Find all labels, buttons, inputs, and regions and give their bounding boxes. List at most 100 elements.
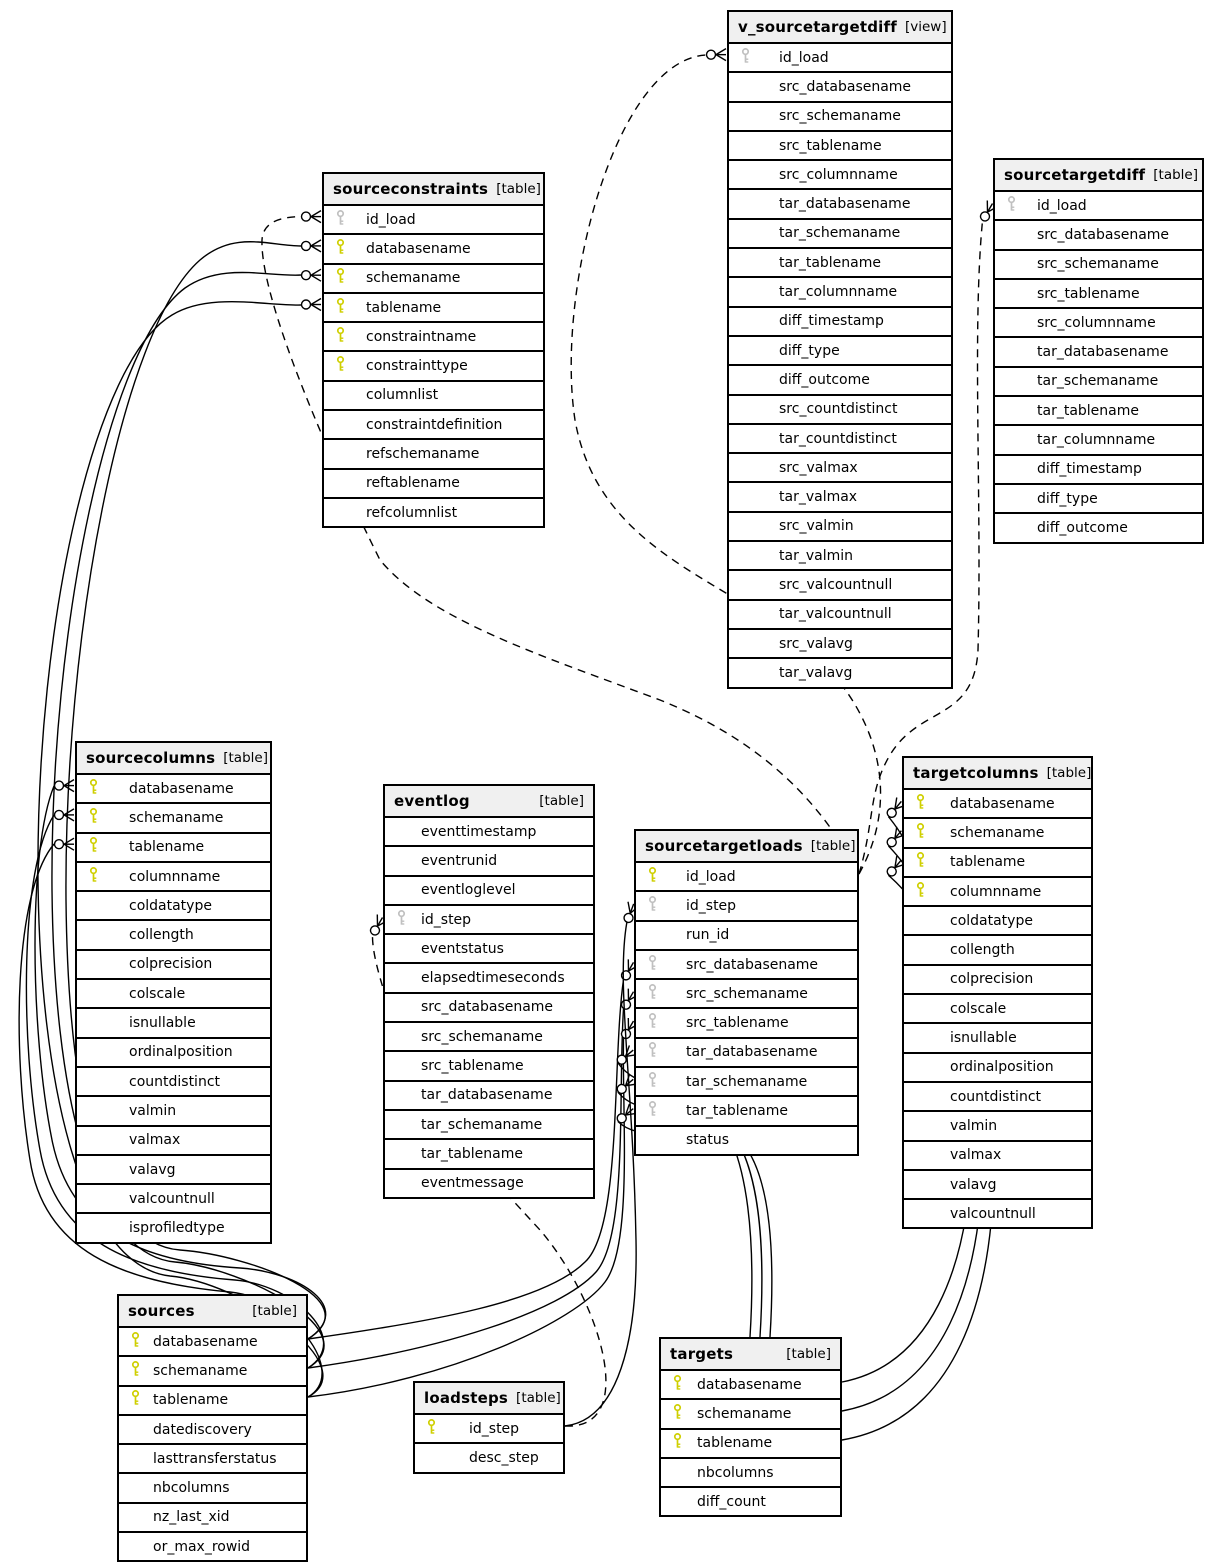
column-row-nbcolumns: nbcolumns xyxy=(661,1456,840,1487)
column-row-tar_schemaname: tar_schemaname xyxy=(995,365,1202,396)
entity-name: targets xyxy=(670,1345,734,1363)
column-name: eventloglevel xyxy=(421,882,516,899)
column-name: src_databasename xyxy=(686,956,819,973)
column-name: columnname xyxy=(129,868,221,885)
column-row-src_tablename: src_tablename xyxy=(636,1007,857,1037)
column-row-tar_databasename: tar_databasename xyxy=(636,1036,857,1067)
implied-key-icon xyxy=(647,1042,658,1062)
column-row-tar_valavg: tar_valavg xyxy=(729,657,951,687)
column-row-src_columnname: src_columnname xyxy=(995,307,1202,337)
column-name: id_load xyxy=(779,49,829,66)
column-row-databasename: databasename xyxy=(904,788,1091,818)
column-name: eventstatus xyxy=(421,940,504,957)
column-name: isnullable xyxy=(950,1030,1017,1047)
column-name: tar_databasename xyxy=(779,196,911,213)
column-row-src_tablename: src_tablename xyxy=(729,129,951,160)
implied-key-icon xyxy=(1006,195,1017,216)
column-row-tar_schemaname: tar_schemaname xyxy=(385,1108,593,1139)
column-row-diff_timestamp: diff_timestamp xyxy=(729,305,951,335)
primary-key-icon xyxy=(335,238,346,259)
column-row-valmax: valmax xyxy=(77,1124,270,1154)
column-name: ordinalposition xyxy=(950,1059,1054,1076)
column-row-diff_outcome: diff_outcome xyxy=(995,512,1202,542)
primary-key-icon xyxy=(335,326,346,347)
column-name: src_schemaname xyxy=(421,1028,543,1045)
column-row-nbcolumns: nbcolumns xyxy=(119,1472,306,1502)
column-row-src_valcountnull: src_valcountnull xyxy=(729,569,951,599)
crowfoot-marker xyxy=(705,48,727,62)
column-name: src_valmax xyxy=(779,459,858,476)
column-name: tar_tablename xyxy=(1037,402,1139,419)
column-row-valmin: valmin xyxy=(904,1110,1091,1140)
entity-type-label: [table] xyxy=(252,1303,297,1319)
column-name: tablename xyxy=(129,839,205,856)
column-row-tar_databasename: tar_databasename xyxy=(995,336,1202,366)
column-row-schemaname: schemaname xyxy=(119,1355,306,1385)
entity-type-label: [table] xyxy=(786,1346,831,1362)
crowfoot-marker xyxy=(300,268,322,282)
column-name: nbcolumns xyxy=(153,1480,230,1497)
column-row-tar_valmin: tar_valmin xyxy=(729,540,951,570)
column-name: reftablename xyxy=(366,475,460,492)
column-row-or_max_rowid: or_max_rowid xyxy=(119,1531,306,1561)
column-name: colprecision xyxy=(950,971,1034,988)
column-name: schemaname xyxy=(950,824,1045,841)
column-row-valavg: valavg xyxy=(77,1153,270,1184)
implied-key-icon xyxy=(647,1101,658,1121)
column-name: collength xyxy=(950,942,1015,959)
column-name: refschemaname xyxy=(366,446,480,463)
entity-header: sourcetargetdiff[table] xyxy=(995,160,1202,190)
entity-name: sources xyxy=(128,1302,195,1320)
column-row-tar_tablename: tar_tablename xyxy=(995,395,1202,425)
column-name: ordinalposition xyxy=(129,1044,233,1061)
primary-key-icon xyxy=(335,356,346,376)
column-row-src_columnname: src_columnname xyxy=(729,159,951,189)
column-name: schemaname xyxy=(697,1405,792,1422)
column-name: src_schemaname xyxy=(1037,256,1159,273)
column-name: elapsedtimeseconds xyxy=(421,970,565,987)
column-row-id_step: id_step xyxy=(385,903,593,934)
column-name: src_valcountnull xyxy=(779,576,893,593)
column-name: valmax xyxy=(950,1147,1002,1164)
column-name: src_schemaname xyxy=(686,985,808,1002)
column-name: eventtimestamp xyxy=(421,823,537,840)
entity-name: sourceconstraints xyxy=(333,180,489,198)
crowfoot-marker xyxy=(979,200,999,222)
column-name: diff_type xyxy=(1037,490,1098,507)
column-row-isnullable: isnullable xyxy=(77,1007,270,1037)
relationship-line xyxy=(51,271,325,1369)
column-row-ordinalposition: ordinalposition xyxy=(77,1036,270,1066)
column-name: src_columnname xyxy=(779,166,898,183)
column-row-elapsedtimeseconds: elapsedtimeseconds xyxy=(385,962,593,992)
column-name: columnname xyxy=(950,883,1042,900)
column-name: tablename xyxy=(950,854,1026,871)
column-row-tar_tablename: tar_tablename xyxy=(636,1095,857,1125)
column-row-src_schemaname: src_schemaname xyxy=(636,978,857,1008)
column-row-status: status xyxy=(636,1124,857,1154)
column-row-src_tablename: src_tablename xyxy=(995,277,1202,308)
column-row-diff_type: diff_type xyxy=(995,482,1202,513)
column-name: desc_step xyxy=(469,1449,539,1466)
column-name: src_tablename xyxy=(779,137,882,154)
column-name: src_valavg xyxy=(779,635,853,652)
primary-key-icon xyxy=(647,866,658,887)
column-name: tar_schemaname xyxy=(686,1073,808,1090)
entity-type-label: [table] xyxy=(810,838,856,854)
column-row-tar_databasename: tar_databasename xyxy=(385,1079,593,1109)
column-name: countdistinct xyxy=(129,1073,221,1090)
column-name: src_tablename xyxy=(686,1015,789,1032)
relationship-line xyxy=(564,922,637,1427)
column-row-refschemaname: refschemaname xyxy=(324,438,543,468)
crowfoot-marker xyxy=(886,826,907,848)
column-name: diff_timestamp xyxy=(779,313,884,330)
primary-key-icon xyxy=(130,1390,141,1410)
crowfoot-marker xyxy=(300,209,322,224)
entity-header: sourcecolumns[table] xyxy=(77,743,270,773)
primary-key-icon xyxy=(130,1360,141,1381)
column-name: tar_schemaname xyxy=(421,1116,543,1133)
primary-key-icon xyxy=(915,793,926,814)
